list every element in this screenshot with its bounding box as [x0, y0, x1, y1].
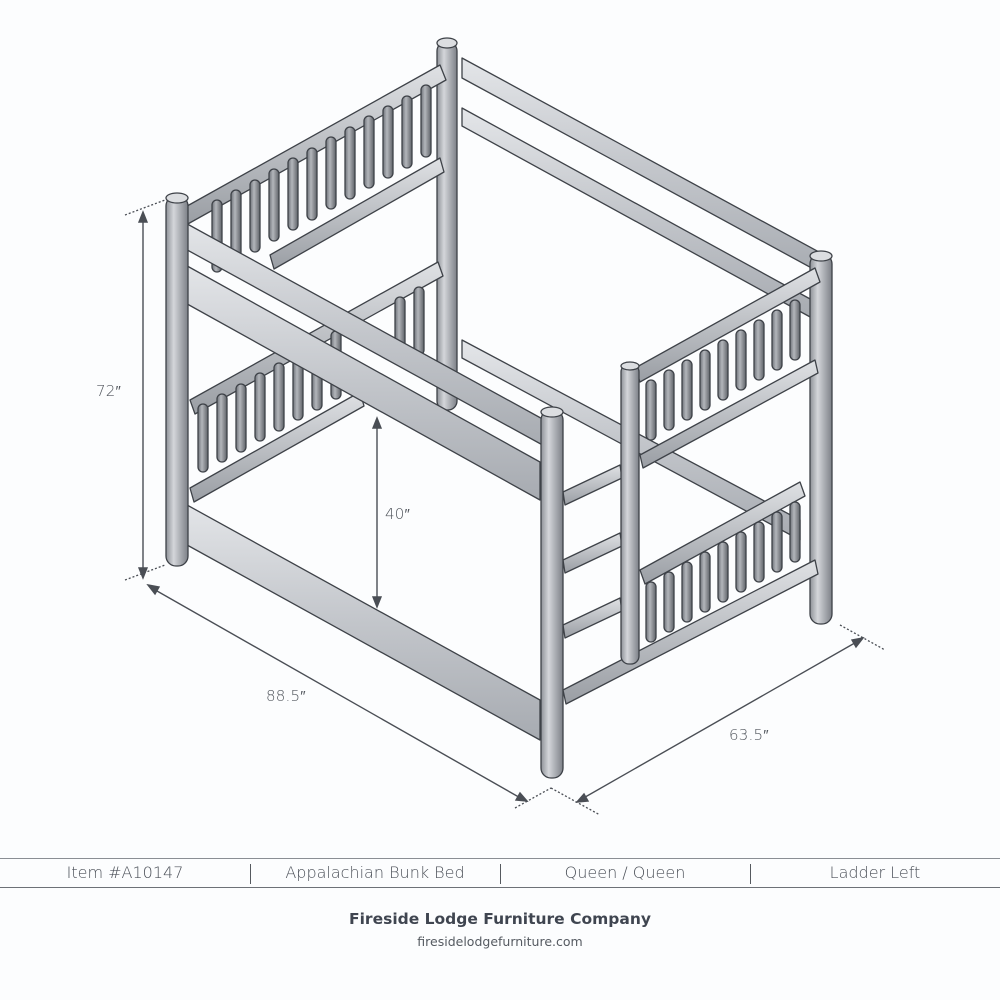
company-name: Fireside Lodge Furniture Company — [349, 910, 651, 928]
spec-product-name: Appalachian Bunk Bed — [250, 859, 500, 887]
bunk-bed-drawing: 72″ 40″ 88.5″ 63.5″ — [96, 37, 886, 816]
spec-item-number: Item #A10147 — [66, 863, 184, 882]
dimension-clearance-label: 40″ — [385, 505, 410, 523]
dimension-height-label: 72″ — [96, 382, 121, 400]
dimension-width-label: 63.5″ — [729, 726, 769, 744]
spec-ladder: Ladder Left — [750, 859, 1000, 887]
dimension-length-label: 88.5″ — [266, 687, 306, 705]
spec-size: Queen / Queen — [500, 859, 750, 887]
bunk-bed-illustration — [124, 37, 886, 816]
company-website: firesidelodgefurniture.com — [417, 934, 583, 949]
spec-bar: Item #A10147 Appalachian Bunk Bed Queen … — [0, 858, 1000, 888]
